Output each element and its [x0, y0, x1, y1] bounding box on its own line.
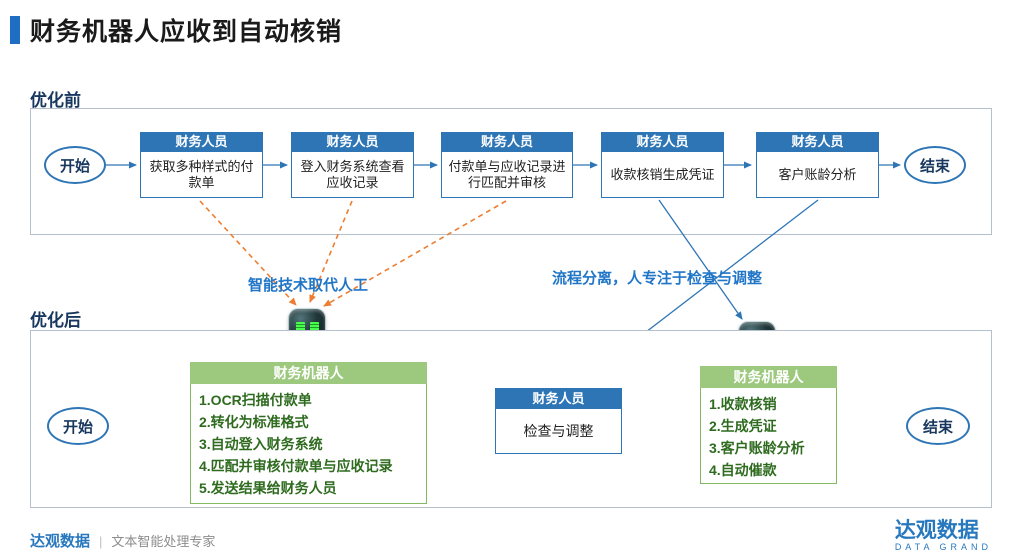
step-body: 登入财务系统查看应收记录 [291, 152, 414, 198]
robot-box-body: 1.OCR扫描付款单 2.转化为标准格式 3.自动登入财务系统 4.匹配并审核付… [190, 384, 427, 504]
robot-task: 3.客户账龄分析 [709, 440, 805, 456]
robot-task: 4.自动催款 [709, 462, 777, 478]
robot-box-header: 财务机器人 [190, 362, 427, 384]
footer-separator: | [99, 534, 103, 549]
logo-subtitle: DATA GRAND [894, 542, 992, 552]
footer-tagline: 文本智能处理专家 [111, 534, 216, 549]
before-section-label: 优化前 [30, 91, 81, 110]
robot-eye-icon [295, 322, 305, 332]
robot-box-1: 财务机器人 1.OCR扫描付款单 2.转化为标准格式 3.自动登入财务系统 4.… [190, 362, 427, 504]
step-body: 客户账龄分析 [756, 152, 879, 198]
before-start-node: 开始 [44, 146, 106, 184]
robot-task: 5.发送结果给财务人员 [199, 480, 337, 496]
title-accent-bar [10, 16, 20, 44]
robot-task: 2.生成凭证 [709, 418, 777, 434]
before-end-node: 结束 [904, 146, 966, 184]
page-title: 财务机器人应收到自动核销 [30, 18, 343, 46]
step-body: 收款核销生成凭证 [601, 152, 724, 198]
before-step-4: 财务人员 收款核销生成凭证 [601, 132, 724, 198]
robot-task-list: 1.收款核销 2.生成凭证 3.客户账龄分析 4.自动催款 [709, 393, 828, 481]
before-step-2: 财务人员 登入财务系统查看应收记录 [291, 132, 414, 198]
logo-title: 达观数据 [894, 519, 979, 542]
step-body: 付款单与应收记录进行匹配并审核 [441, 152, 573, 198]
after-end-node: 结束 [906, 407, 970, 445]
human-box-body: 检查与调整 [495, 409, 622, 454]
robot-task: 4.匹配并审核付款单与应收记录 [199, 458, 393, 474]
footer-brand: 达观数据 [30, 533, 91, 550]
step-header: 财务人员 [756, 132, 879, 152]
step-header: 财务人员 [140, 132, 263, 152]
human-check-box: 财务人员 检查与调整 [495, 388, 622, 454]
human-box-header: 财务人员 [495, 388, 622, 409]
robot-task: 1.收款核销 [709, 396, 777, 412]
robot-box-header: 财务机器人 [700, 366, 837, 388]
before-step-3: 财务人员 付款单与应收记录进行匹配并审核 [441, 132, 573, 198]
before-step-5: 财务人员 客户账龄分析 [756, 132, 879, 198]
company-logo: 达观数据 DATA GRAND [895, 520, 992, 553]
robot-task: 3.自动登入财务系统 [199, 436, 323, 452]
step-header: 财务人员 [441, 132, 573, 152]
footer-brand-group: 达观数据 | 文本智能处理专家 [30, 530, 215, 551]
robot-task: 2.转化为标准格式 [199, 414, 309, 430]
replace-annotation: 智能技术取代人工 [247, 277, 368, 294]
after-section-label: 优化后 [30, 311, 81, 330]
step-body: 获取多种样式的付款单 [140, 152, 263, 198]
robot-task: 1.OCR扫描付款单 [199, 392, 312, 408]
step-header: 财务人员 [291, 132, 414, 152]
after-start-node: 开始 [47, 407, 109, 445]
split-annotation: 流程分离，人专注于检查与调整 [551, 270, 762, 287]
robot-box-2: 财务机器人 1.收款核销 2.生成凭证 3.客户账龄分析 4.自动催款 [700, 366, 837, 484]
step-header: 财务人员 [601, 132, 724, 152]
robot-task-list: 1.OCR扫描付款单 2.转化为标准格式 3.自动登入财务系统 4.匹配并审核付… [199, 389, 418, 499]
robot-eye-icon [309, 322, 319, 332]
before-step-1: 财务人员 获取多种样式的付款单 [140, 132, 263, 198]
robot-box-body: 1.收款核销 2.生成凭证 3.客户账龄分析 4.自动催款 [700, 388, 837, 484]
